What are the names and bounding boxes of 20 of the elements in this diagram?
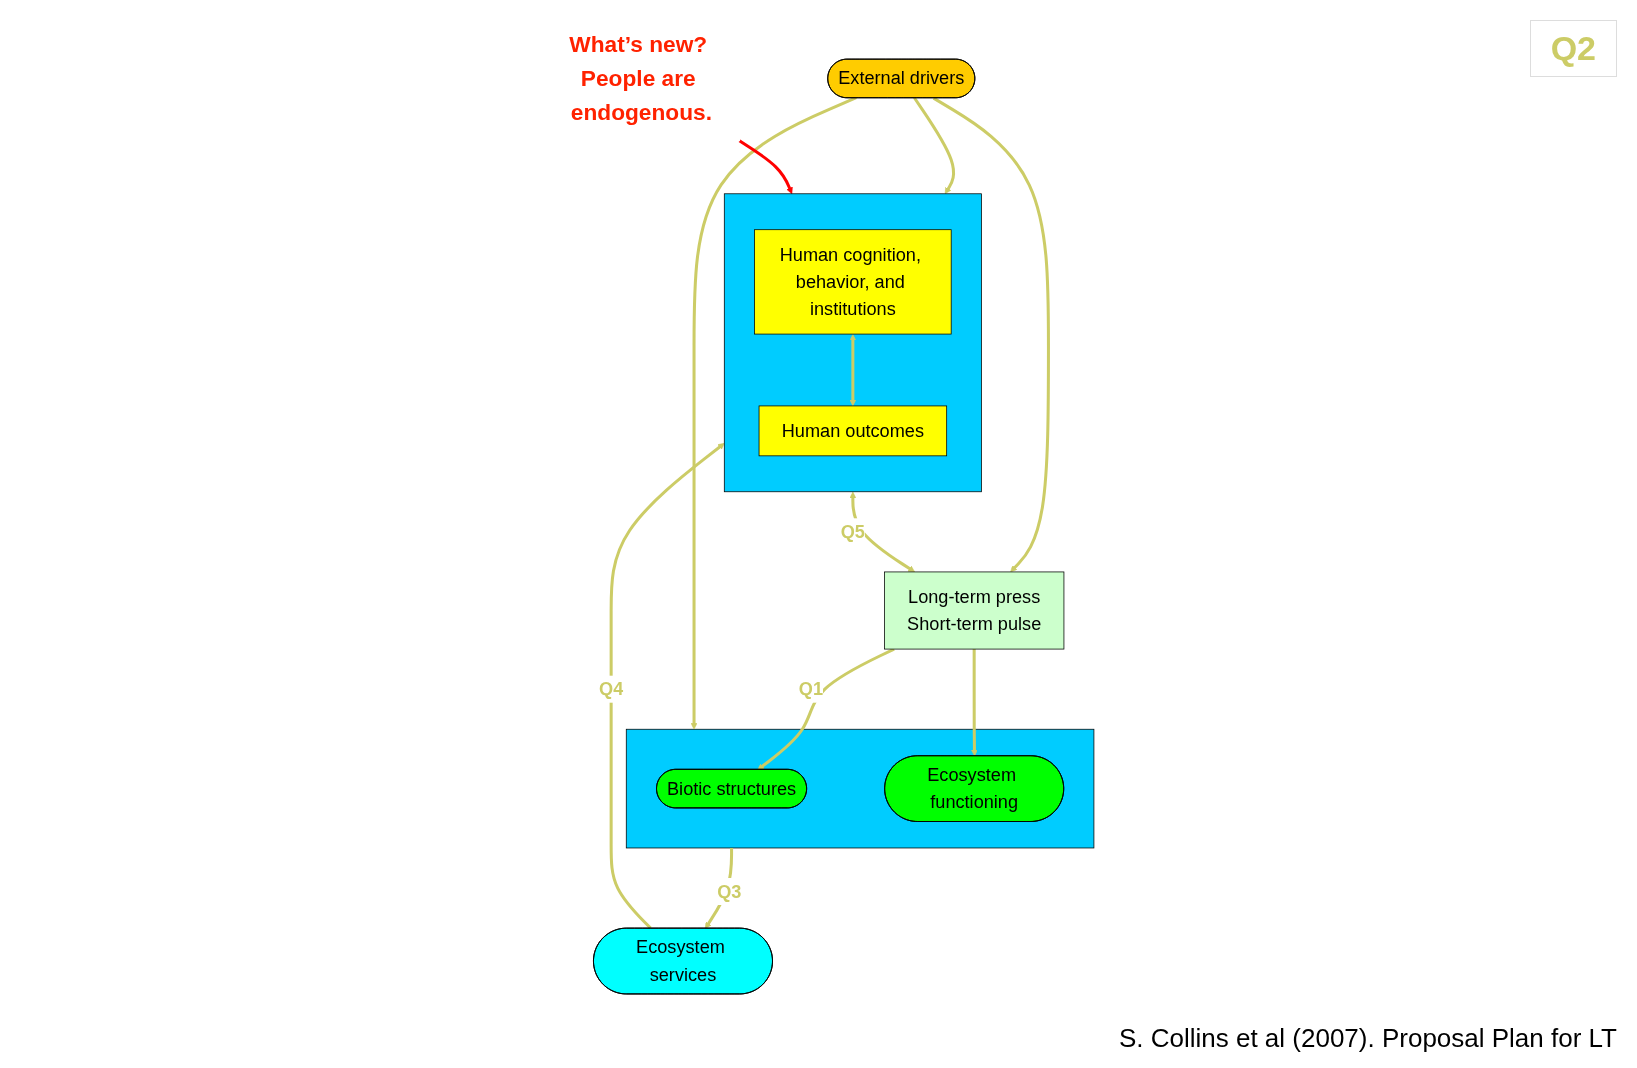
edge-label: Q3 bbox=[717, 880, 742, 902]
cluster bbox=[625, 728, 1095, 849]
question-label: Q2 bbox=[1529, 20, 1617, 77]
citation: S. Collins et al (2007). Proposal Plan for LT bbox=[1118, 1023, 1617, 1054]
arrow bbox=[913, 96, 956, 195]
edge-label: Q5 bbox=[840, 521, 865, 542]
edge-label: Q1 bbox=[798, 678, 824, 699]
arrow bbox=[757, 647, 895, 770]
arrow bbox=[690, 96, 857, 730]
node-box: Long-term press Short-term pulse bbox=[884, 571, 1065, 650]
node-box: Human outcomes bbox=[758, 405, 948, 457]
node-box: Human cognition, behavior, and institutions bbox=[754, 229, 952, 335]
edge-label: Q4 bbox=[599, 678, 624, 699]
arrow bbox=[609, 443, 725, 930]
cluster bbox=[723, 193, 982, 493]
arrow bbox=[932, 96, 1050, 573]
arrow bbox=[738, 139, 793, 195]
node-text: What’s new? People are endogenous. bbox=[569, 31, 712, 125]
arrow bbox=[849, 334, 857, 407]
arrow bbox=[971, 649, 978, 757]
